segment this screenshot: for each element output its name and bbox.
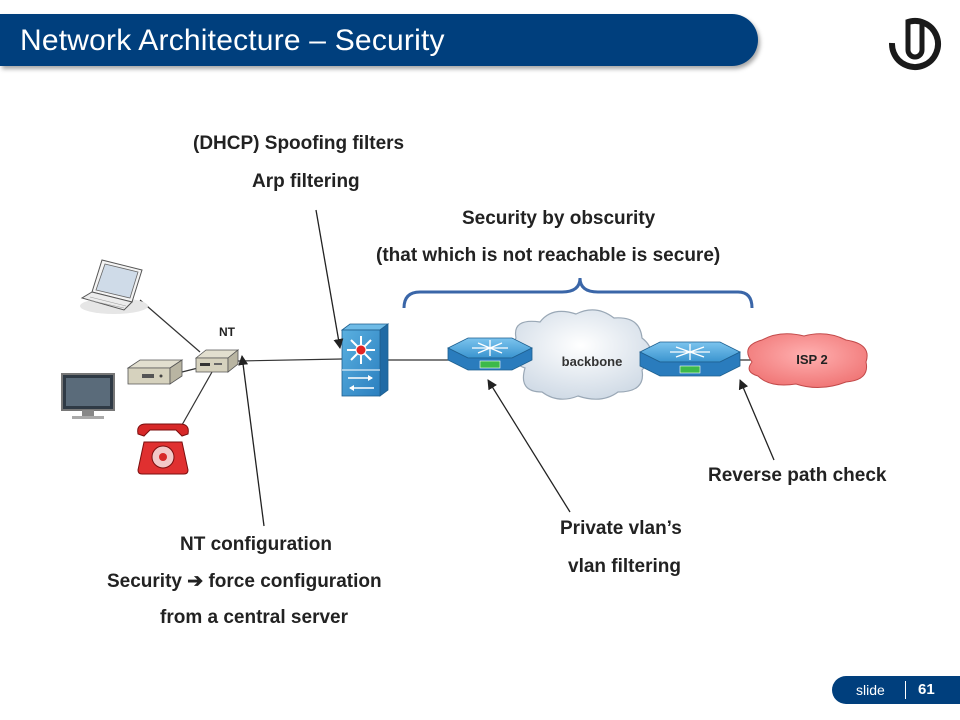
title-bar: Network Architecture – Security: [0, 14, 758, 66]
obscurity-subtitle: (that which is not reachable is secure): [376, 245, 721, 266]
nt-security-label: Security ➔ force configuration: [107, 571, 382, 592]
telephone-icon: [137, 423, 189, 475]
isp-label: ISP 2: [796, 352, 828, 367]
dhcp-filter-label: (DHCP) Spoofing filters: [193, 133, 405, 154]
nt-label: NT: [219, 325, 236, 339]
arrow-nt: [238, 355, 265, 527]
laptop-icon: [80, 259, 148, 314]
logo-icon: [889, 18, 941, 70]
footer-divider: [905, 681, 906, 699]
cloud-icon: [510, 309, 652, 400]
obscurity-title: Security by obscurity: [462, 208, 656, 229]
switch-icon[interactable]: [340, 323, 390, 397]
monitor-icon: [61, 373, 115, 419]
page-title: Network Architecture – Security: [20, 24, 445, 57]
router-icon[interactable]: [447, 337, 533, 371]
arrow-rpc: [738, 379, 775, 461]
router-icon[interactable]: [639, 341, 741, 377]
nt-config-label: NT configuration: [180, 534, 332, 555]
nt-device-icon: [194, 349, 240, 373]
vlan-filtering-label: vlan filtering: [568, 556, 681, 577]
slide-number: 61: [918, 681, 935, 698]
arp-filter-label: Arp filtering: [252, 171, 360, 192]
set-top-box-icon: [126, 359, 184, 385]
slide-footer: slide 61: [832, 676, 960, 704]
slide-word: slide: [856, 682, 885, 698]
arrow-vlan: [487, 379, 571, 513]
connection-lines: [139, 299, 760, 433]
nt-central-server-label: from a central server: [160, 607, 348, 628]
annotation-arrows: [238, 209, 775, 527]
cloud-icon: [747, 333, 868, 388]
obscurity-brace: [402, 277, 754, 309]
reverse-path-label: Reverse path check: [708, 465, 887, 486]
private-vlan-label: Private vlan’s: [560, 518, 682, 539]
backbone-label: backbone: [562, 354, 623, 369]
arrow-dhcp: [315, 209, 344, 349]
